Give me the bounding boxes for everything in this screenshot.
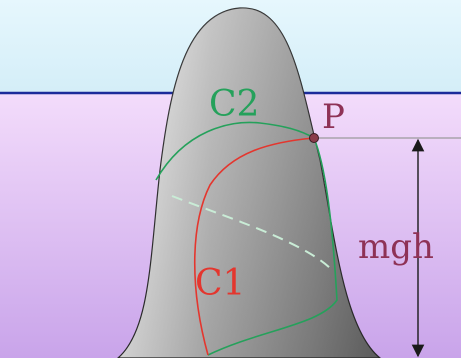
label-c1: C1 (195, 263, 245, 304)
label-mgh: mgh (358, 227, 434, 267)
curve-c2 (155, 121, 338, 356)
mountain-shading (118, 7, 380, 358)
dashed-path (171, 195, 331, 269)
label-c2: C2 (209, 84, 259, 125)
curve-c1 (193, 137, 315, 356)
label-point-p: P (322, 97, 345, 137)
point-p (309, 133, 319, 143)
